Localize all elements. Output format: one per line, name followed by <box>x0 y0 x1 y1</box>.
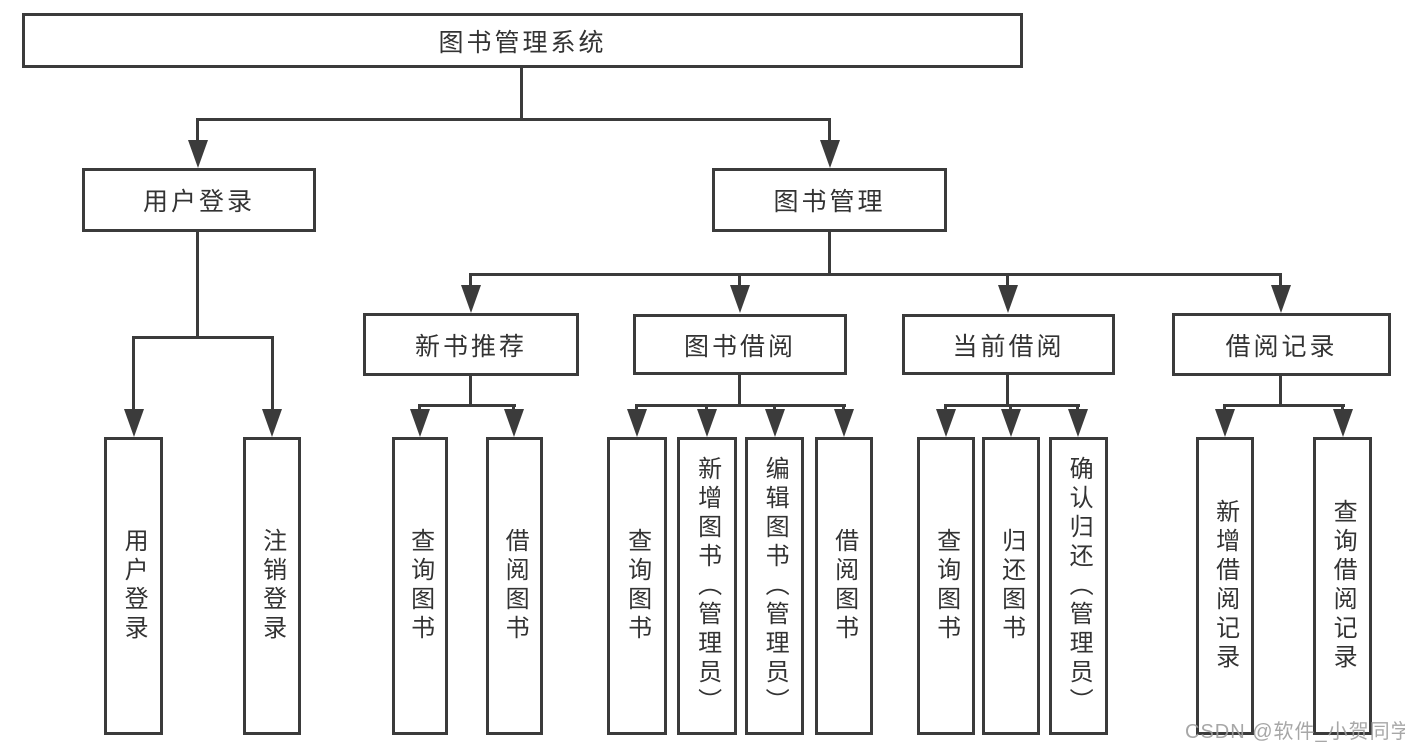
arrowhead <box>262 409 282 437</box>
leaf-query-borrow-record: 查询借阅记录 <box>1313 437 1372 735</box>
arrowhead <box>730 285 750 313</box>
arrowhead <box>820 140 840 168</box>
leaf-query-books-current: 查询图书 <box>917 437 975 735</box>
arrowhead <box>1068 409 1088 437</box>
leaf-label: 查询图书 <box>406 528 434 644</box>
arrowhead <box>1333 409 1353 437</box>
arrowhead <box>697 409 717 437</box>
arrowhead <box>188 140 208 168</box>
connector-hline <box>945 404 1080 407</box>
leaf-label: 编辑图书（管理员） <box>761 455 789 717</box>
node-current-borrowing: 当前借阅 <box>902 314 1115 375</box>
node-borrowing-records: 借阅记录 <box>1172 313 1391 376</box>
leaf-label: 查询借阅记录 <box>1329 499 1357 673</box>
connector-vline <box>738 273 741 291</box>
connector-vline <box>520 68 523 120</box>
leaf-label: 查询图书 <box>932 528 960 644</box>
node-book-borrowing: 图书借阅 <box>633 314 847 375</box>
connector-hline <box>197 118 831 121</box>
connector-hline <box>470 273 1282 276</box>
arrowhead <box>1001 409 1021 437</box>
leaf-label: 查询图书 <box>623 528 651 644</box>
arrowhead <box>124 409 144 437</box>
leaf-label: 注销登录 <box>258 528 286 644</box>
connector-vline <box>469 376 472 406</box>
connector-vline <box>828 118 831 146</box>
leaf-return-books: 归还图书 <box>982 437 1040 735</box>
connector-vline <box>828 232 831 275</box>
connector-hline <box>419 404 516 407</box>
arrowhead <box>998 285 1018 313</box>
connector-vline <box>469 273 472 291</box>
connector-vline <box>196 118 199 146</box>
arrowhead <box>1271 285 1291 313</box>
connector-vline <box>1006 374 1009 406</box>
connector-vline <box>1279 376 1282 406</box>
node-new-book-recommend: 新书推荐 <box>363 313 579 376</box>
node-book-management: 图书管理 <box>712 168 947 232</box>
leaf-borrow-books: 借阅图书 <box>815 437 873 735</box>
leaf-add-books-admin: 新增图书（管理员） <box>677 437 737 735</box>
leaf-label: 借阅图书 <box>830 528 858 644</box>
arrowhead <box>504 409 524 437</box>
leaf-confirm-return-admin: 确认归还（管理员） <box>1049 437 1108 735</box>
connector-hline <box>636 404 846 407</box>
arrowhead <box>410 409 430 437</box>
leaf-label: 新增借阅记录 <box>1211 499 1239 673</box>
connector-vline <box>271 336 274 412</box>
leaf-query-books-borrowing: 查询图书 <box>607 437 667 735</box>
leaf-edit-books-admin: 编辑图书（管理员） <box>745 437 804 735</box>
connector-vline <box>1006 273 1009 291</box>
arrowhead <box>834 409 854 437</box>
node-user-login: 用户登录 <box>82 168 316 232</box>
leaf-label: 借阅图书 <box>501 528 529 644</box>
leaf-add-borrow-record: 新增借阅记录 <box>1196 437 1254 735</box>
connector-vline <box>196 232 199 338</box>
leaf-borrow-books-recommend: 借阅图书 <box>486 437 543 735</box>
watermark: CSDN @软件_小贺同学 <box>1185 721 1405 743</box>
arrowhead <box>765 409 785 437</box>
arrowhead <box>936 409 956 437</box>
leaf-query-books-recommend: 查询图书 <box>392 437 448 735</box>
leaf-label: 用户登录 <box>120 528 148 644</box>
leaf-label: 归还图书 <box>997 528 1025 644</box>
arrowhead <box>1215 409 1235 437</box>
node-library-management-system: 图书管理系统 <box>22 13 1023 68</box>
connector-vline <box>132 336 135 412</box>
connector-hline <box>1224 404 1345 407</box>
leaf-user-login: 用户登录 <box>104 437 163 735</box>
arrowhead <box>627 409 647 437</box>
leaf-label: 确认归还（管理员） <box>1065 455 1093 717</box>
connector-vline <box>738 374 741 406</box>
leaf-label: 新增图书（管理员） <box>693 455 721 717</box>
arrowhead <box>461 285 481 313</box>
connector-hline <box>133 336 274 339</box>
leaf-logout: 注销登录 <box>243 437 301 735</box>
connector-vline <box>1279 273 1282 291</box>
